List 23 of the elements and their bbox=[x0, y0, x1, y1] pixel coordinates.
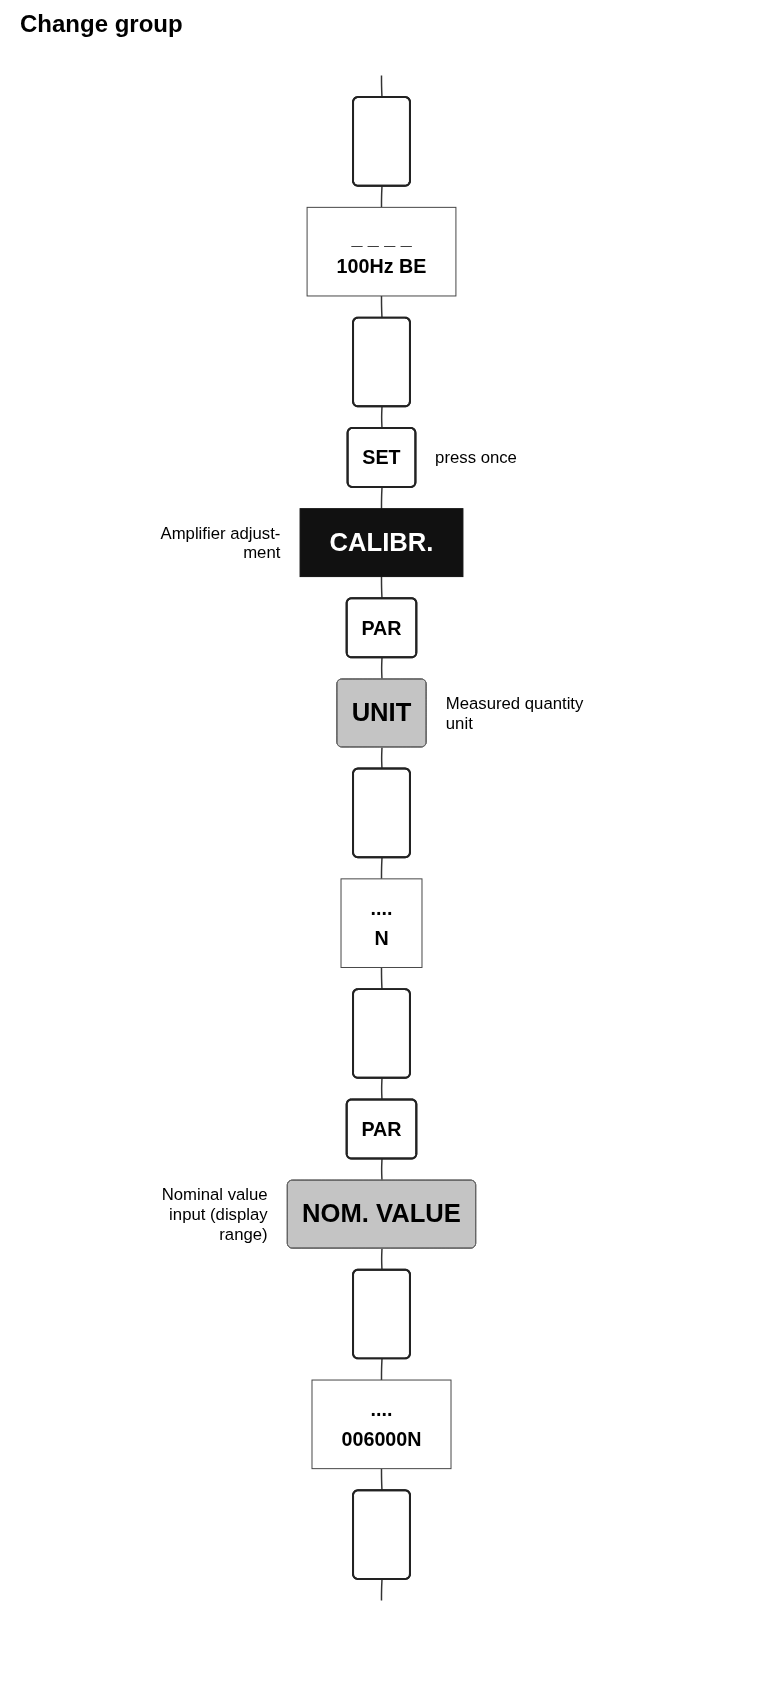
connector bbox=[380, 1158, 383, 1182]
node-box: .... N bbox=[340, 878, 423, 968]
connector bbox=[380, 1578, 383, 1602]
connector bbox=[380, 1467, 383, 1492]
connector bbox=[380, 295, 383, 319]
heading: Change group bbox=[19, 9, 184, 38]
connector bbox=[380, 486, 383, 510]
connector bbox=[380, 746, 383, 770]
side-note: Nominal value input (display range) bbox=[161, 1185, 268, 1244]
connector bbox=[380, 1077, 383, 1101]
connector bbox=[380, 74, 383, 99]
connector bbox=[380, 966, 383, 991]
node-box: CALIBR. bbox=[299, 508, 464, 578]
connector bbox=[380, 1247, 383, 1271]
connector bbox=[380, 1358, 383, 1381]
side-note: Measured quantity unit bbox=[445, 694, 584, 733]
side-note: Amplifier adjust- ment bbox=[160, 523, 281, 563]
node-box: .... 006000N bbox=[311, 1379, 452, 1470]
side-note: press once bbox=[435, 448, 517, 468]
node-box: _ _ _ _ 100Hz BE bbox=[306, 206, 457, 297]
connector bbox=[380, 185, 383, 209]
connector bbox=[380, 856, 383, 880]
connector bbox=[380, 575, 383, 600]
